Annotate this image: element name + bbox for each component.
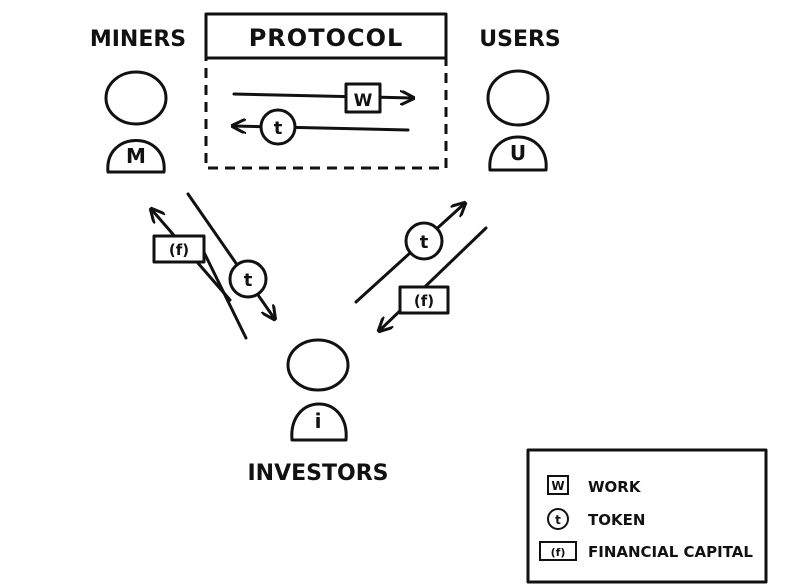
work-arrow bbox=[232, 94, 412, 98]
svg-text:W: W bbox=[354, 91, 373, 111]
token-circle-symbol: t bbox=[259, 108, 297, 146]
token-arrow-to-investors bbox=[186, 192, 274, 318]
investors-initial: i bbox=[315, 409, 322, 433]
miners-body bbox=[106, 139, 166, 174]
svg-text:W: W bbox=[551, 479, 564, 493]
svg-text:(f): (f) bbox=[551, 546, 566, 559]
investors-label: INVESTORS bbox=[248, 461, 389, 486]
protocol-title: PROTOCOL bbox=[249, 24, 404, 52]
capital-symbol-right: (f) bbox=[398, 285, 450, 315]
svg-text:WORK: WORK bbox=[588, 478, 642, 496]
investors-head bbox=[286, 338, 350, 392]
users-investors-flow: t (f) bbox=[354, 204, 488, 330]
miners-label: MINERS bbox=[90, 27, 186, 52]
legend: W WORK t TOKEN (f) FINANCIAL CAPITAL bbox=[526, 448, 768, 584]
svg-text:FINANCIAL CAPITAL: FINANCIAL CAPITAL bbox=[588, 543, 753, 561]
work-box-symbol: W bbox=[344, 82, 382, 114]
miners-actor: MINERS M bbox=[90, 27, 186, 174]
legend-item-token: t TOKEN bbox=[547, 508, 645, 530]
legend-item-work: W WORK bbox=[547, 475, 642, 496]
users-actor: USERS U bbox=[479, 27, 561, 172]
investors-body bbox=[290, 402, 348, 442]
svg-text:t: t bbox=[555, 513, 561, 527]
legend-item-capital: (f) FINANCIAL CAPITAL bbox=[539, 541, 753, 561]
svg-text:t: t bbox=[274, 118, 283, 139]
users-head bbox=[486, 69, 550, 127]
token-symbol-right: t bbox=[404, 221, 444, 261]
token-symbol-left: t bbox=[228, 259, 268, 299]
svg-text:t: t bbox=[244, 270, 253, 291]
capital-symbol-left: (f) bbox=[152, 234, 206, 264]
miners-initial: M bbox=[126, 144, 146, 168]
users-body bbox=[488, 135, 548, 172]
svg-text:(f): (f) bbox=[169, 241, 189, 259]
users-label: USERS bbox=[479, 27, 561, 52]
miners-head bbox=[104, 70, 168, 126]
miners-investors-flow: (f) t bbox=[152, 192, 274, 340]
svg-text:TOKEN: TOKEN bbox=[588, 511, 645, 529]
svg-text:t: t bbox=[420, 232, 429, 253]
protocol-header: PROTOCOL bbox=[204, 12, 448, 60]
users-initial: U bbox=[510, 141, 526, 165]
protocol-box: W t bbox=[204, 56, 448, 170]
investors-actor: i INVESTORS bbox=[248, 338, 389, 486]
svg-text:(f): (f) bbox=[414, 292, 434, 310]
capital-arrow-to-investors bbox=[380, 226, 488, 330]
